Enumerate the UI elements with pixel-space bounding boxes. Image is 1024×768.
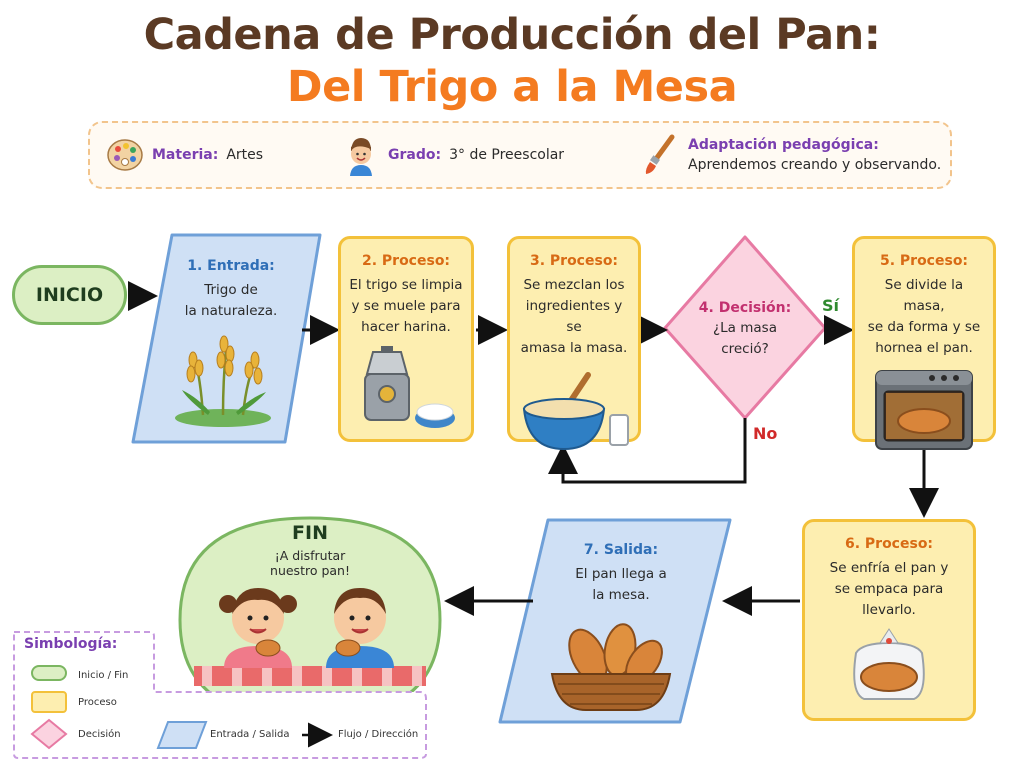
arrow-4-no-loop [548, 418, 747, 484]
step7-text-line2: la mesa. [592, 587, 650, 603]
step3-text-line3: amasa la masa. [520, 340, 628, 356]
grado-value: 3° de Preescolar [449, 147, 565, 163]
step1-title: 1. Entrada: [187, 258, 275, 274]
info-adaptacion: Adaptación pedagógica: Aprendemos creand… [642, 123, 941, 187]
end-text-line1: ¡A disfrutar [274, 548, 346, 563]
info-bar: Materia: Artes Grado: 3° de Preescolar A… [88, 121, 952, 189]
step6-title: 6. Proceso: [844, 536, 934, 552]
start-label: INICIO [35, 284, 104, 306]
legend-decision: Decisión [78, 729, 121, 740]
step7-text-line1: El pan llega a [575, 566, 667, 582]
children-eating-icon [194, 588, 426, 686]
step5-text-line1: Se divide la masa, [884, 277, 964, 314]
start-terminal: INICIO [12, 265, 127, 325]
paintbrush-icon [645, 134, 675, 174]
bread-basket-icon [550, 623, 672, 711]
step4-text-line2: creció? [721, 341, 769, 357]
no-label: No [753, 424, 778, 443]
step1: 1. Entrada: Trigo de la naturaleza. [165, 246, 297, 322]
step1-text-line2: la naturaleza. [184, 303, 278, 319]
legend-terminal-symbol [31, 665, 67, 681]
page-subtitle: Del Trigo a la Mesa [286, 62, 738, 112]
step4-title: 4. Decisión: [698, 300, 792, 316]
legend-title: Simbología: [24, 636, 118, 652]
step5-title: 5. Proceso: [879, 253, 969, 269]
step3-title: 3. Proceso: [529, 253, 619, 269]
step2-title: 2. Proceso: [361, 253, 451, 269]
adaptacion-value: Aprendemos creando y observando. [688, 157, 942, 173]
output-shape-step7 [498, 518, 732, 724]
end-text-line2: nuestro pan! [270, 563, 350, 578]
step6-text-line2: se empaca para [834, 581, 944, 597]
step6-text-line3: llevarlo. [862, 602, 916, 618]
step4: 4. Decisión: ¿La masa creció? [680, 300, 810, 360]
legend-entrada-salida: Entrada / Salida [210, 729, 290, 740]
bagged-bread-icon [853, 628, 925, 700]
step2-text-line3: hacer harina. [361, 319, 451, 335]
mill-icon [364, 346, 455, 428]
step4-text-line1: ¿La masa [713, 320, 777, 336]
step5-text-line3: hornea el pan. [875, 340, 973, 356]
step3: 3. Proceso: Se mezclan los ingredientes … [507, 236, 641, 451]
page-title: Cadena de Producción del Pan: [143, 10, 881, 60]
info-materia: Materia: Artes [106, 123, 263, 187]
end-terminal: FIN ¡A disfrutar nuestro pan! [230, 522, 390, 578]
child-icon [350, 138, 372, 176]
step2-text-line2: y se muele para [351, 298, 461, 314]
materia-label: Materia: [152, 147, 219, 163]
legend-proceso: Proceso [78, 697, 117, 708]
step1-text-line1: Trigo de [204, 282, 258, 298]
palette-icon [107, 139, 143, 171]
step5-text-line2: se da forma y se [867, 319, 981, 335]
wheat-icon [175, 335, 271, 427]
legend-process-symbol [31, 691, 67, 713]
step6-text-line1: Se enfría el pan y [829, 560, 949, 576]
mixing-bowl-icon [522, 372, 629, 451]
end-title: FIN [292, 522, 328, 544]
step3-text-line1: Se mezclan los [523, 277, 625, 293]
step3-text-line2: ingredientes y se [525, 298, 623, 335]
legend-frame [13, 631, 427, 759]
legend-decision-symbol [30, 718, 68, 750]
legend-io-symbol [156, 721, 208, 749]
step7-title: 7. Salida: [583, 542, 659, 558]
step2-text-line1: El trigo se limpia [349, 277, 463, 293]
legend-flujo: Flujo / Dirección [338, 729, 419, 740]
yes-label: Sí [822, 296, 840, 315]
step7: 7. Salida: El pan llega a la mesa. [555, 528, 687, 606]
step5: 5. Proceso: Se divide la masa, se da for… [852, 236, 996, 450]
step2: 2. Proceso: El trigo se limpia y se muel… [338, 236, 474, 442]
adaptacion-label: Adaptación pedagógica: [688, 137, 879, 153]
legend-inicio-fin: Inicio / Fin [78, 670, 129, 681]
grado-label: Grado: [388, 147, 442, 163]
materia-value: Artes [226, 147, 264, 163]
info-grado: Grado: 3° de Preescolar [342, 123, 564, 187]
step6: 6. Proceso: Se enfría el pan y se empaca… [802, 519, 976, 721]
oven-icon [875, 370, 973, 450]
